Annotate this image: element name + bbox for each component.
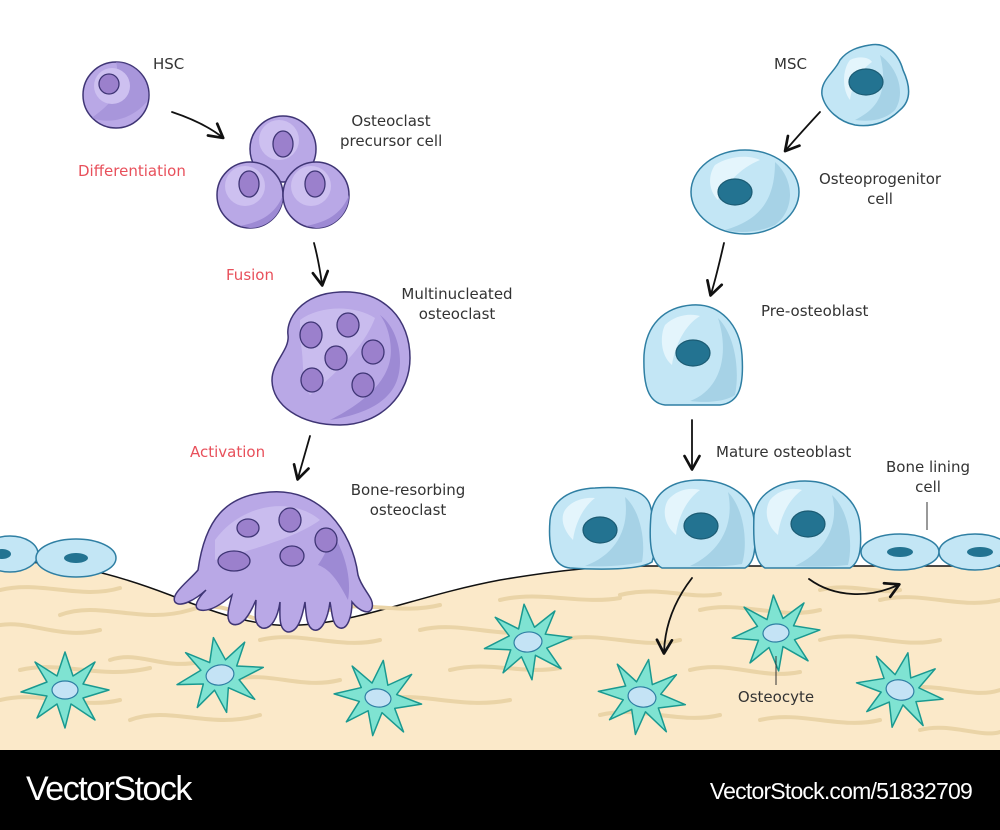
osteocyte-cell xyxy=(848,642,952,738)
label-line: precursor cell xyxy=(340,132,443,150)
label-multinucleated-osteoclast: Multinucleated osteoclast xyxy=(400,284,514,324)
bone-lining-cells-left xyxy=(0,535,117,578)
process-arrows xyxy=(171,111,901,655)
label-line: Multinucleated xyxy=(401,285,513,303)
msc-cell xyxy=(821,43,910,127)
label-pre-osteoblast: Pre-osteoblast xyxy=(761,302,869,320)
osteocyte-cell xyxy=(328,653,428,743)
label-osteocyte: Osteocyte xyxy=(737,688,815,706)
osteocyte-nucleus xyxy=(205,664,235,686)
osteocyte-nucleus xyxy=(51,680,79,700)
bone-resorbing-osteoclast xyxy=(173,491,374,633)
osteocyte-cell xyxy=(20,651,110,729)
hsc-cell xyxy=(82,61,150,129)
mature-osteoblast-cell xyxy=(548,486,656,570)
bone-surface-line xyxy=(0,561,1000,627)
precursor-cell xyxy=(282,161,350,229)
step-label-activation: Activation xyxy=(190,443,266,461)
label-line: Bone lining xyxy=(885,458,970,476)
osteocytes xyxy=(20,591,952,743)
nucleus xyxy=(336,312,360,338)
brand-logo: VectorStock xyxy=(26,770,192,808)
osteoprogenitor-nucleus xyxy=(717,178,753,206)
arrow-hsc-to-precursor xyxy=(171,111,225,140)
multinucleated-osteoclast xyxy=(271,291,411,426)
label-hsc: HSC xyxy=(153,55,185,73)
label-osteoprogenitor-cell: Osteoprogenitor cell xyxy=(815,169,945,209)
bone-remodeling-diagram: HSC Differentiation Osteoclast precursor… xyxy=(0,43,1000,750)
arrow-multinucleated-to-resorbing xyxy=(292,435,311,481)
arrow-osteoblast-to-osteocyte xyxy=(655,577,693,655)
osteocyte-nucleus xyxy=(364,688,392,708)
osteoprogenitor-cell xyxy=(690,149,800,235)
pre-osteoblast-cell xyxy=(643,304,744,406)
nucleus xyxy=(217,550,251,572)
mature-osteoblasts xyxy=(548,479,862,570)
bone-matrix xyxy=(0,561,1000,750)
label-osteoclast-precursor: Osteoclast precursor cell xyxy=(340,111,442,151)
label-line: osteoclast xyxy=(418,305,496,323)
watermark-footer: VectorStock VectorStock.com/51832709 xyxy=(0,750,1000,830)
osteocyte-cell xyxy=(591,651,693,743)
osteoclast-precursor-cells xyxy=(216,115,350,229)
label-bone-resorbing-osteoclast: Bone-resorbing osteoclast xyxy=(348,480,468,520)
label-msc: MSC xyxy=(774,55,807,73)
mature-osteoblast-cell xyxy=(649,479,756,569)
arrow-osteoblast-to-lining xyxy=(808,578,901,599)
stock-id: VectorStock.com/51832709 xyxy=(709,778,973,804)
bone-lining-cells-right xyxy=(860,502,1000,571)
precursor-cell xyxy=(216,161,284,229)
label-line: cell xyxy=(867,190,893,208)
label-line: Osteoclast xyxy=(351,112,431,130)
msc-nucleus xyxy=(848,68,884,96)
nucleus xyxy=(351,372,375,398)
osteocyte-cell xyxy=(728,591,824,675)
bone-lining-cell xyxy=(938,533,1000,571)
diagram-canvas xyxy=(0,43,1000,750)
nucleus xyxy=(278,507,302,533)
osteocyte-cell xyxy=(169,629,271,721)
hsc-nucleus xyxy=(98,73,120,95)
mature-osteoblast-cell xyxy=(752,480,862,569)
pre-osteoblast-nucleus xyxy=(675,339,711,367)
label-mature-osteoblast: Mature osteoblast xyxy=(716,443,852,461)
label-line: Bone-resorbing xyxy=(350,481,466,499)
arrow-precursor-to-multinucleated xyxy=(311,242,330,287)
arrow-osteoprogenitor-to-preosteoblast xyxy=(706,242,725,297)
step-label-differentiation: Differentiation xyxy=(78,162,186,180)
nucleus xyxy=(324,345,348,371)
arrow-msc-to-osteoprogenitor xyxy=(783,111,821,153)
label-line: Osteoprogenitor xyxy=(818,170,942,188)
nucleus xyxy=(361,339,385,365)
osteocyte-nucleus xyxy=(762,623,790,643)
osteocyte-nucleus xyxy=(513,631,543,653)
nucleus xyxy=(314,527,338,553)
nucleus xyxy=(279,545,305,567)
precursor-cell xyxy=(249,115,317,183)
label-line: cell xyxy=(915,478,941,496)
step-label-fusion: Fusion xyxy=(226,266,274,284)
osteocyte-nucleus xyxy=(627,686,657,708)
label-line: osteoclast xyxy=(369,501,447,519)
bone-lining-cell xyxy=(35,538,117,578)
osteocyte-cell xyxy=(479,598,577,686)
nucleus xyxy=(300,367,324,393)
osteocyte-nucleus xyxy=(885,679,915,701)
nucleus xyxy=(299,321,323,349)
label-bone-lining-cell: Bone lining cell xyxy=(880,457,976,497)
nucleus xyxy=(236,518,260,538)
bone-lining-cell xyxy=(860,533,940,571)
